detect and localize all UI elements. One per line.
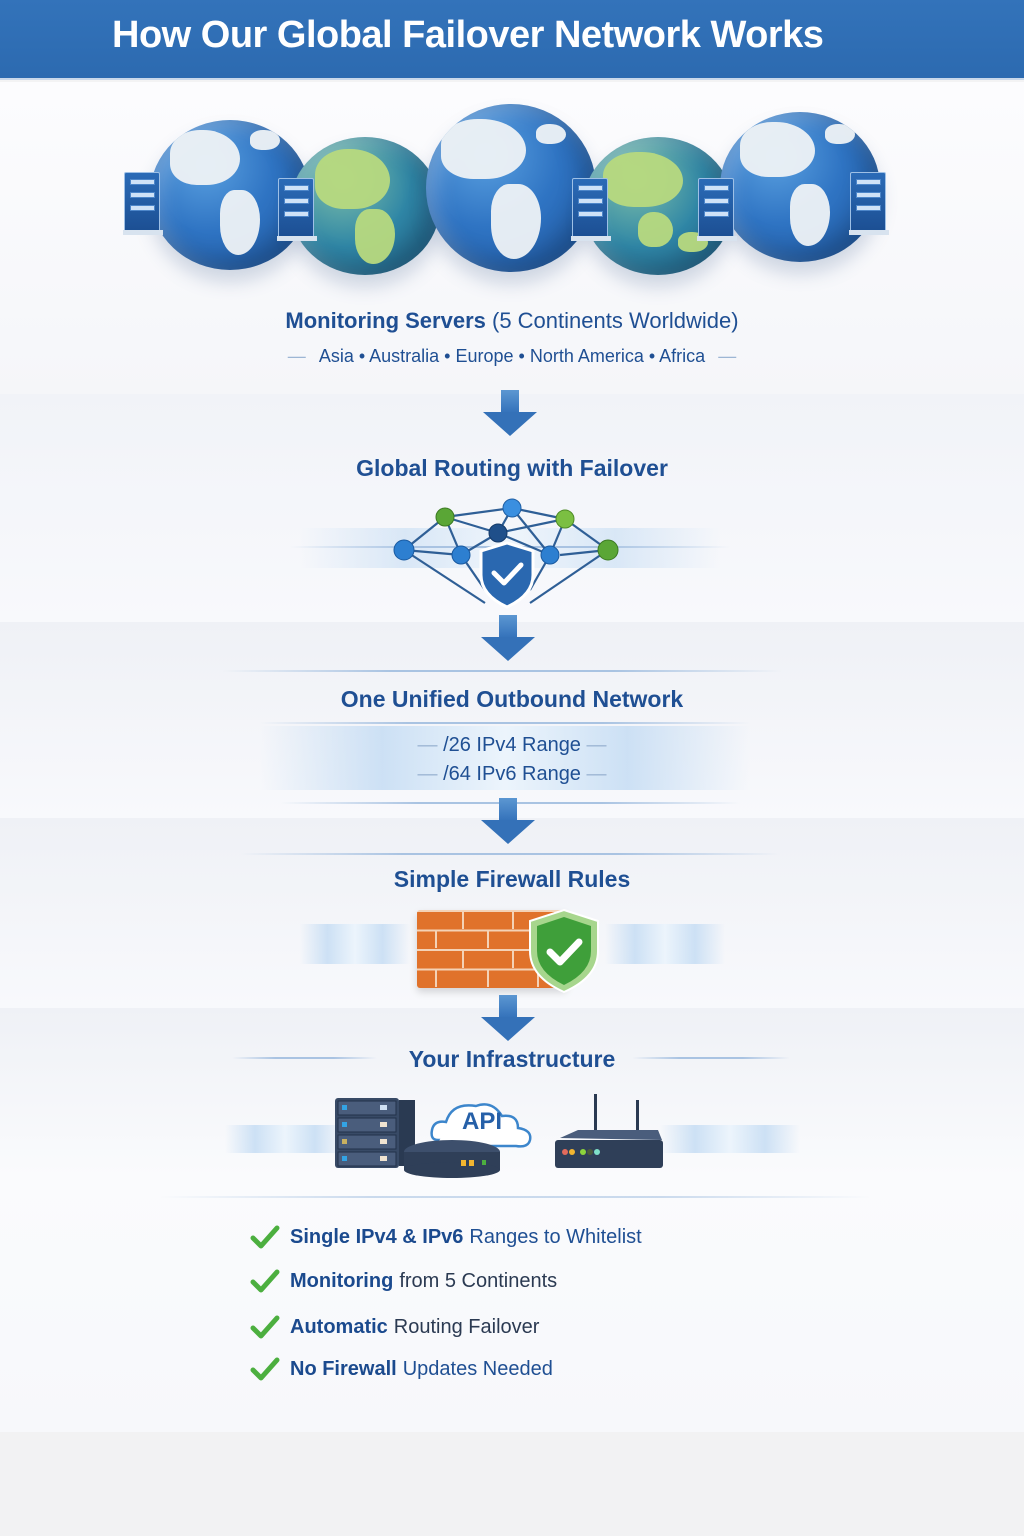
infrastructure-illustration [335, 1094, 663, 1178]
glow-band [260, 726, 750, 790]
api-label: API [462, 1108, 503, 1135]
benefit-item: No Firewall Updates Needed [250, 1354, 553, 1384]
down-arrow-icon [481, 798, 535, 848]
network-hub-icon [404, 1140, 500, 1178]
checkmark-icon [250, 1225, 280, 1249]
divider-line [260, 722, 750, 724]
page-footer-area [0, 1432, 1024, 1536]
checkmark-icon [250, 1269, 280, 1293]
benefit-bold: Monitoring [290, 1269, 394, 1292]
down-arrow-icon [483, 390, 537, 440]
monitoring-title-rest: (5 Continents Worldwide) [492, 308, 739, 333]
routing-title: Global Routing with Failover [356, 455, 668, 481]
benefit-text: from 5 Continents [399, 1269, 558, 1292]
benefit-bold: Automatic [290, 1315, 388, 1338]
glow-band-left [225, 1125, 345, 1153]
server-icon [849, 172, 889, 235]
divider-line [240, 853, 780, 855]
glow-band-left [300, 924, 410, 964]
regions-list: Asia • Australia • Europe • North Americ… [318, 346, 706, 366]
benefit-item: Automatic Routing Failover [250, 1312, 539, 1342]
glow-band-right [605, 924, 725, 964]
ipv4-range-label: /26 IPv4 Range [443, 734, 581, 756]
page-title: How Our Global Failover Network Works [112, 14, 824, 56]
benefit-item: Monitoring from 5 Continents [250, 1266, 557, 1296]
monitoring-title-bold: Monitoring Servers [285, 308, 486, 333]
server-icon [697, 178, 737, 241]
globes-illustration [120, 92, 910, 292]
monitoring-servers-title: Monitoring Servers (5 Continents Worldwi… [0, 308, 1024, 334]
ipv6-range: — /64 IPv6 Range — [417, 763, 607, 785]
glow-band-right [660, 1125, 800, 1153]
benefit-item: Single IPv4 & IPv6 Ranges to Whitelist [250, 1222, 642, 1252]
api-cloud-icon [430, 1103, 532, 1148]
page-header: How Our Global Failover Network Works [0, 0, 1024, 80]
divider-line [232, 1057, 377, 1059]
network-shield-icon [393, 498, 619, 609]
dash-right: — [718, 346, 737, 366]
ipv4-range: — /26 IPv4 Range — [417, 734, 607, 756]
unified-network-title: One Unified Outbound Network [340, 686, 684, 712]
firewall-shield-icon [529, 908, 599, 994]
firewall-title: Simple Firewall Rules [393, 866, 631, 892]
benefit-bold: Single IPv4 & IPv6 [290, 1225, 464, 1248]
divider-line [160, 1196, 870, 1198]
wireless-router-icon [555, 1094, 663, 1168]
benefit-text: Routing Failover [393, 1315, 540, 1338]
benefit-text: Updates Needed [402, 1357, 553, 1380]
checkmark-icon [250, 1315, 280, 1339]
step-infrastructure-section [0, 1008, 1024, 1432]
globe-icon [426, 104, 596, 272]
regions-line: — Asia • Australia • Europe • North Amer… [0, 346, 1024, 367]
server-rack-icon [335, 1098, 415, 1168]
checkmark-icon [250, 1357, 280, 1381]
server-icon [571, 178, 611, 241]
globe-icon [290, 137, 440, 275]
server-icon [277, 178, 317, 241]
dash-left: — [287, 346, 306, 366]
benefit-bold: No Firewall [290, 1357, 397, 1380]
server-icon [123, 172, 163, 235]
divider-line [632, 1057, 790, 1059]
down-arrow-icon [481, 615, 535, 665]
ipv6-range-label: /64 IPv6 Range [443, 763, 581, 785]
down-arrow-icon [481, 995, 535, 1045]
divider-line [222, 670, 782, 672]
benefit-text: Ranges to Whitelist [469, 1225, 642, 1248]
infrastructure-title: Your Infrastructure [408, 1046, 616, 1072]
